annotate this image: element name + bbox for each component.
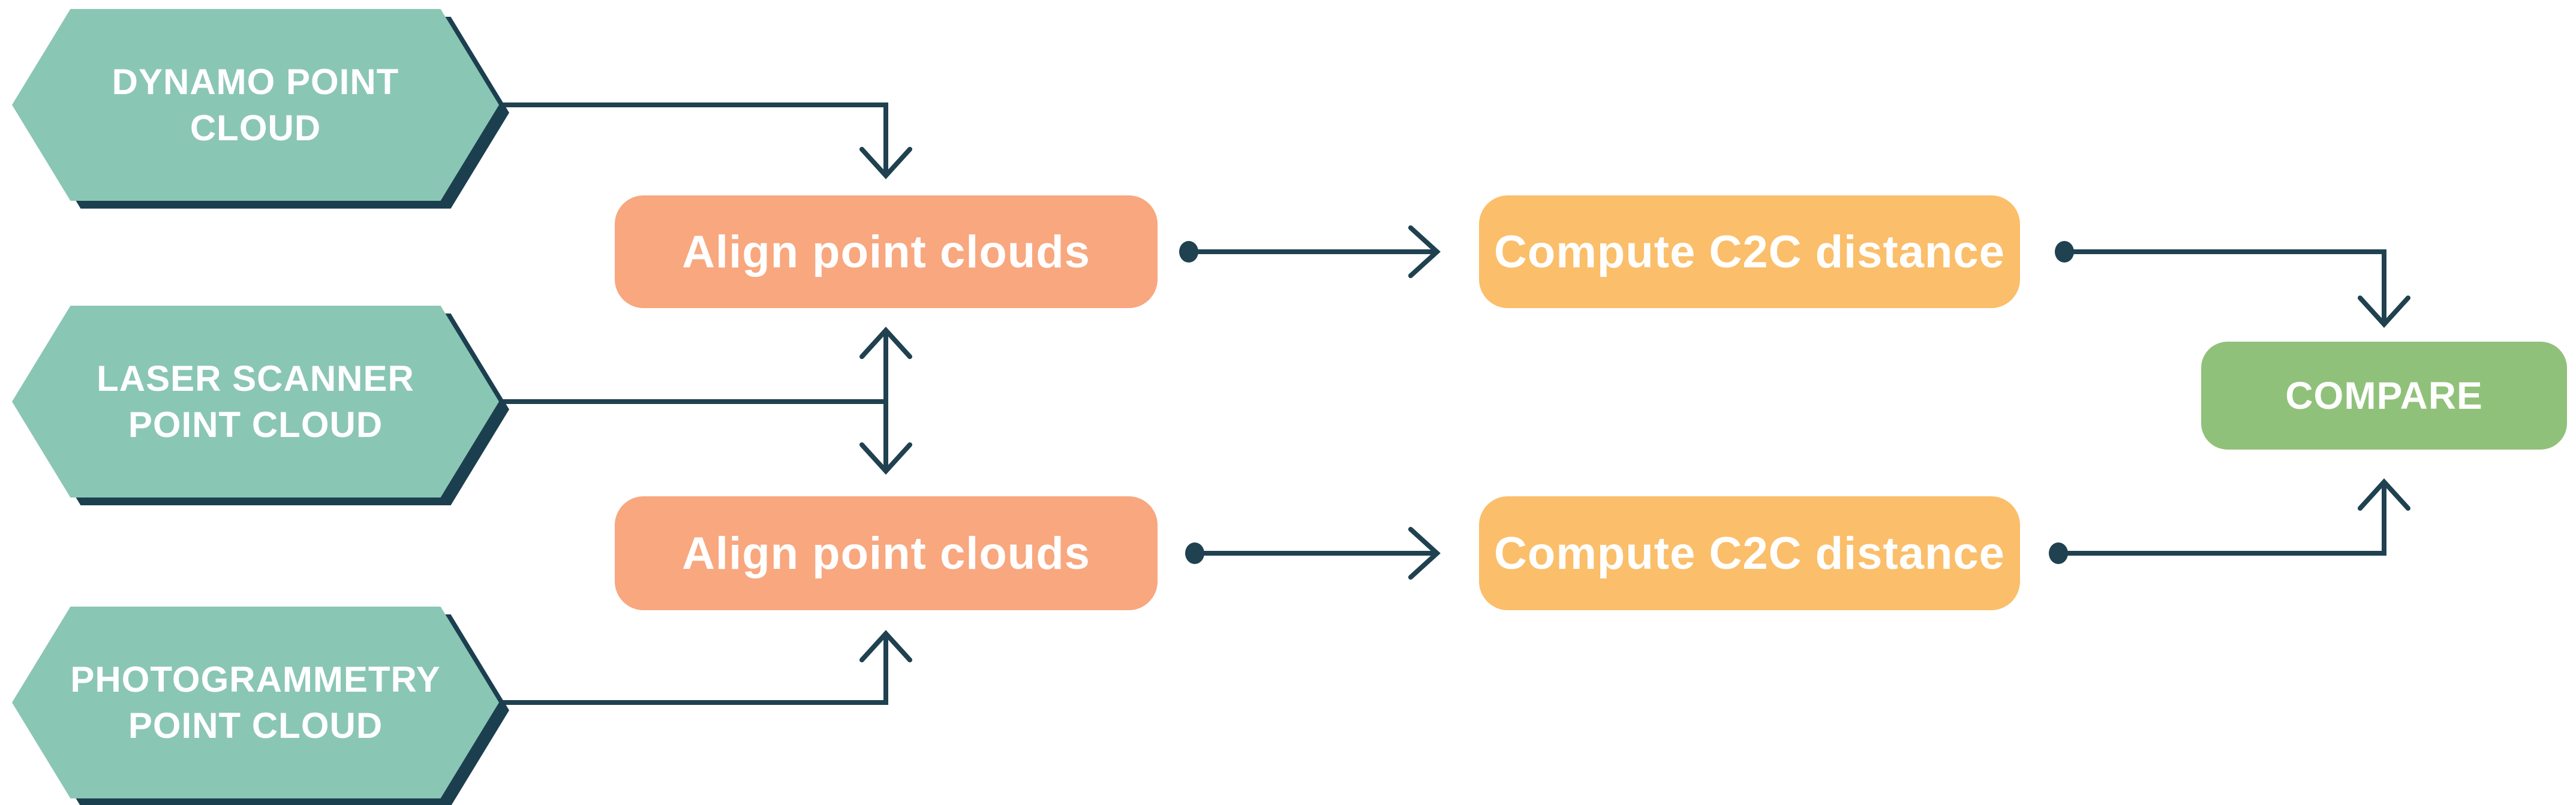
input-node-photogrammetry-point-cloud: PHOTOGRAMMETRY POINT CLOUD xyxy=(12,607,509,805)
edge-start-dot-c2c1 xyxy=(2055,241,2074,263)
hexagon-body: DYNAMO POINT CLOUD xyxy=(12,9,499,201)
input-node-laser-scanner-point-cloud: LASER SCANNER POINT CLOUD xyxy=(12,306,509,505)
edge-start-dot-align1 xyxy=(1179,241,1198,263)
result-box-label: COMPARE xyxy=(2285,374,2483,417)
arrowhead-right-into-c2c1 xyxy=(1408,225,1441,278)
edge-dynamo-to-align1 xyxy=(499,102,888,175)
hexagon-body: LASER SCANNER POINT CLOUD xyxy=(12,306,499,498)
hexagon-body: PHOTOGRAMMETRY POINT CLOUD xyxy=(12,607,499,798)
input-label-line: POINT CLOUD xyxy=(128,405,383,445)
process-box-label: Align point clouds xyxy=(682,527,1090,579)
arrowhead-right-into-c2c2 xyxy=(1408,527,1441,580)
arrowhead-down-into-align1 xyxy=(859,147,912,179)
process-box-align-point-clouds-1: Align point clouds xyxy=(615,195,1158,308)
arrowhead-up-into-align2 xyxy=(859,630,912,662)
arrowhead-down-into-compare xyxy=(2358,296,2410,328)
input-label-line: LASER SCANNER xyxy=(97,358,414,399)
arrowhead-up-into-align1 xyxy=(859,327,912,359)
input-label-line: PHOTOGRAMMETRY xyxy=(70,659,441,700)
edge-c2c2-to-compare xyxy=(2066,483,2386,556)
arrowhead-up-into-compare xyxy=(2358,478,2410,511)
process-box-label: Align point clouds xyxy=(682,226,1090,278)
process-box-label: Compute C2C distance xyxy=(1494,527,2005,579)
edge-start-dot-align2 xyxy=(1185,542,1204,564)
edge-start-dot-c2c2 xyxy=(2049,542,2068,564)
input-label-line: CLOUD xyxy=(190,108,321,148)
result-box-compare: COMPARE xyxy=(2201,342,2567,450)
process-box-compute-c2c-distance-2: Compute C2C distance xyxy=(1479,496,2020,610)
input-node-dynamo-point-cloud: DYNAMO POINT CLOUD xyxy=(12,9,509,209)
process-box-label: Compute C2C distance xyxy=(1494,226,2005,278)
input-label-line: DYNAMO POINT xyxy=(112,62,399,102)
input-label-line: POINT CLOUD xyxy=(128,705,383,746)
edge-photogrammetry-to-align2 xyxy=(499,634,888,705)
arrowhead-down-into-align2 xyxy=(859,442,912,475)
edge-c2c1-to-compare xyxy=(2072,249,2386,324)
process-box-compute-c2c-distance-1: Compute C2C distance xyxy=(1479,195,2020,308)
process-box-align-point-clouds-2: Align point clouds xyxy=(615,496,1158,610)
